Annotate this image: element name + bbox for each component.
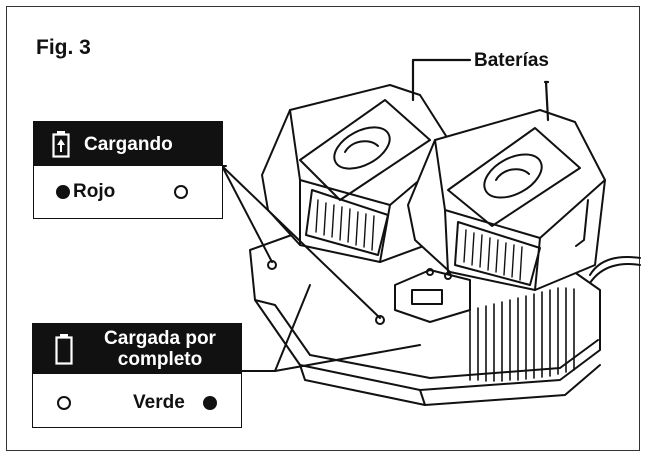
charging-status-box: Cargando Rojo [33,121,223,219]
green-led-icon [203,396,217,410]
charging-status-title: Cargando [84,133,173,155]
green-led-label: Verde [133,392,185,413]
off-led-icon [57,396,71,410]
charged-status-title-line2: completo [117,349,203,370]
battery-charging-icon [52,131,70,158]
charged-status-box: Cargada por completo Verde [32,323,242,428]
red-led-label: Rojo [73,181,116,202]
charged-status-header: Cargada por completo [33,324,241,374]
off-led-icon [174,185,188,199]
charging-indicator-row: Rojo [34,166,222,218]
batteries-callout-label: Baterías [474,50,549,71]
red-led-icon [56,185,70,199]
charged-status-title-line1: Cargada por [104,328,216,349]
battery-full-icon [55,334,73,365]
charging-status-header: Cargando [34,122,222,166]
figure-title: Fig. 3 [36,36,91,59]
charged-indicator-row: Verde [33,374,241,427]
